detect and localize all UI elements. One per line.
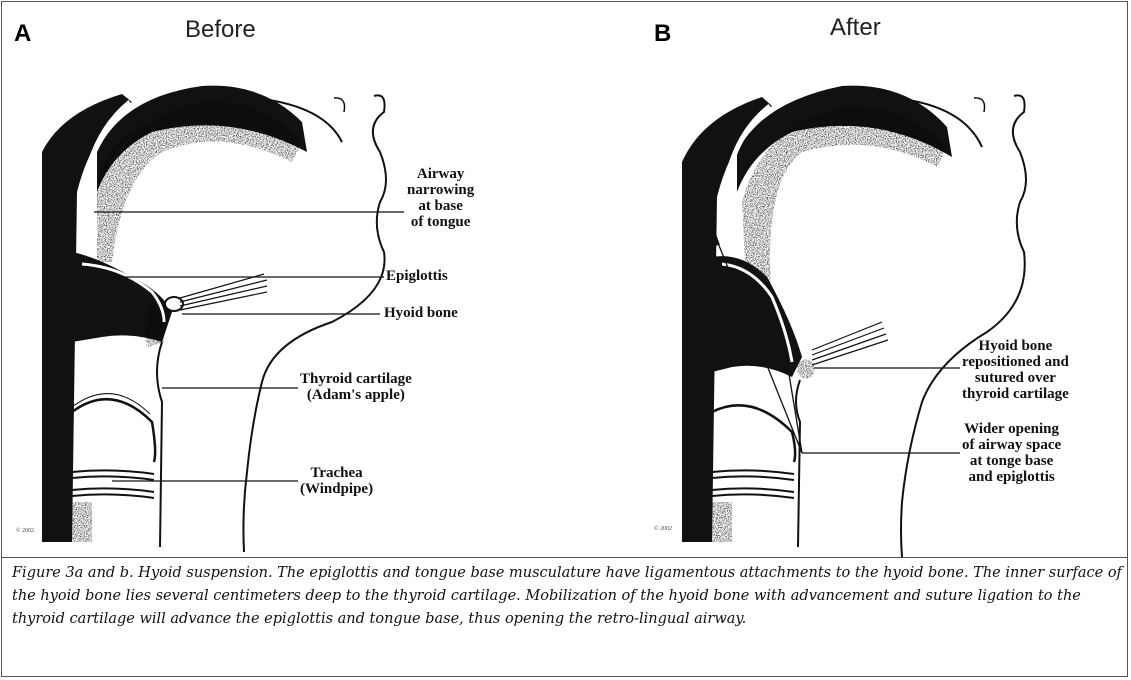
label-trachea: Trachea (Windpipe)	[300, 465, 373, 497]
hyoid-bone-b	[798, 360, 814, 378]
muscle-fibers-a	[180, 274, 267, 310]
anatomy-drawing	[2, 2, 1129, 562]
neck-outline-b	[901, 95, 1026, 557]
copyright-a: © 2002	[16, 528, 34, 534]
thyroid-cartilage-a	[72, 399, 155, 462]
anterior-line-b	[796, 380, 800, 547]
anterior-line-a	[157, 342, 162, 547]
label-hyoid-bone: Hyoid bone	[384, 305, 458, 321]
lip-outline-a	[334, 98, 345, 112]
label-wider-opening: Wider opening of airway space at tonge b…	[962, 421, 1061, 485]
caption-divider	[2, 557, 1127, 558]
trachea-shading-b	[712, 502, 732, 542]
lip-outline-b	[974, 98, 985, 112]
thyroid-cartilage-b	[712, 405, 795, 462]
trachea-shading-a	[72, 502, 92, 542]
figure-caption: Figure 3a and b. Hyoid suspension. The e…	[12, 562, 1122, 631]
label-airway-narrowing: Airway narrowing at base of tongue	[407, 166, 474, 230]
label-hyoid-repositioned: Hyoid bone repositioned and sutured over…	[962, 338, 1069, 402]
label-thyroid-cartilage: Thyroid cartilage (Adam's apple)	[300, 371, 412, 403]
panel-b-drawing	[682, 86, 1026, 557]
muscle-fibers-b	[812, 322, 888, 365]
trachea-rings-a	[72, 470, 154, 498]
leader-lines-a	[94, 212, 404, 481]
trachea-rings-b	[712, 470, 794, 498]
epiglottis-dark-b	[712, 256, 802, 377]
label-epiglottis: Epiglottis	[386, 268, 448, 284]
copyright-b: © 2002	[654, 526, 672, 532]
hyoid-bone-a	[165, 297, 183, 311]
